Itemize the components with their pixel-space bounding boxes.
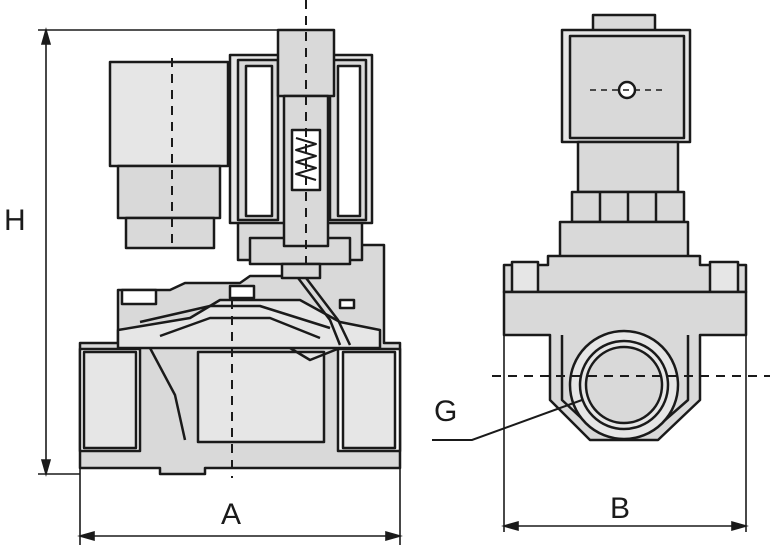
dim-label-b: B xyxy=(610,492,631,525)
front-inner-chamber xyxy=(196,350,326,444)
thread-label-g: G xyxy=(434,395,458,428)
dim-label-h: H xyxy=(4,204,26,237)
g-leader-line xyxy=(432,399,583,441)
side-view xyxy=(502,13,748,442)
front-view xyxy=(78,28,402,476)
dim-label-a: A xyxy=(221,498,242,531)
front-connector-box xyxy=(108,60,230,168)
centerlines xyxy=(171,0,770,478)
dimensions xyxy=(38,27,749,545)
